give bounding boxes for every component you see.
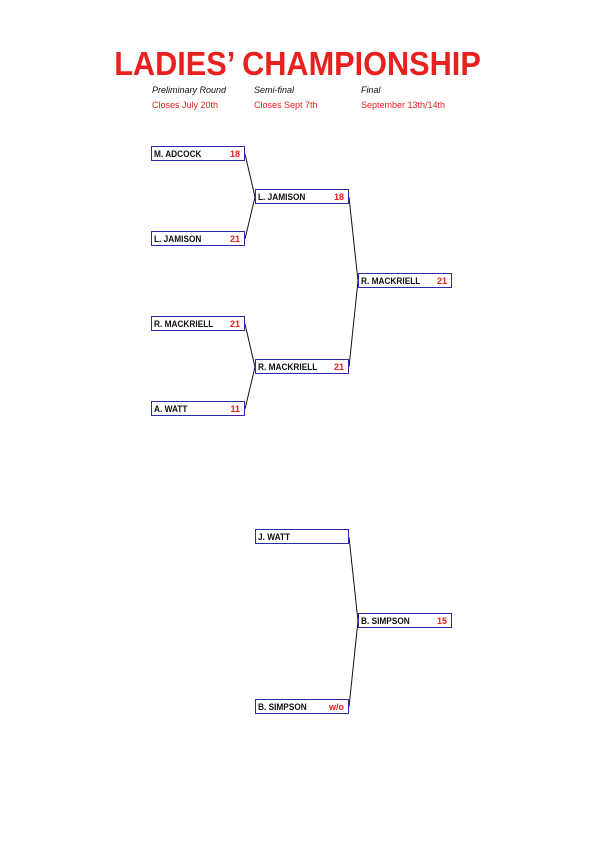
connector-line [348,196,359,282]
player-name: R. MACKRIELL [258,361,318,372]
player-score: 15 [436,615,447,626]
bracket-slot-semi-3: J. WATT [255,529,349,544]
connector-line [244,323,256,368]
closing-date-semi-final: Closes Sept 7th [254,100,318,110]
bracket-slot-final-2: B. SIMPSON 15 [358,613,452,628]
player-name: B. SIMPSON [258,701,307,712]
bracket-slot-final-1: R. MACKRIELL 21 [358,273,452,288]
player-score: 21 [229,233,240,244]
bracket-slot-prelim-2: L. JAMISON 21 [151,231,245,246]
round-label-preliminary: Preliminary Round [152,85,227,95]
player-score: 21 [436,275,447,286]
bracket-slot-prelim-1: M. ADCOCK 18 [151,146,245,161]
player-name: J. WATT [258,531,291,542]
player-name: A. WATT [154,403,188,414]
player-name: R. MACKRIELL [361,275,421,286]
round-label-semi-final: Semi-final [254,85,295,95]
connector-line [348,280,359,368]
bracket-slot-semi-2: R. MACKRIELL 21 [255,359,349,374]
bracket-slot-prelim-4: A. WATT 11 [151,401,245,416]
bracket-slot-semi-1: L. JAMISON 18 [255,189,349,204]
player-score: 21 [333,361,344,372]
player-score: 18 [229,148,240,159]
round-label-final: Final [361,85,381,95]
player-name: L. JAMISON [258,191,306,202]
player-score: 11 [230,403,240,414]
player-name: R. MACKRIELL [154,318,214,329]
player-score: w/o [329,701,344,712]
connector-line [244,196,256,240]
bracket-slot-semi-4: B. SIMPSON w/o [255,699,349,714]
player-name: M. ADCOCK [154,148,202,159]
closing-date-preliminary: Closes July 20th [152,100,219,110]
closing-date-final: September 13th/14th [361,100,446,110]
page-title: LADIES’ CHAMPIONSHIP [114,45,481,82]
player-score: 21 [229,318,240,329]
connector-line [348,536,359,622]
connector-line [244,366,256,410]
bracket-slot-prelim-3: R. MACKRIELL 21 [151,316,245,331]
player-name: B. SIMPSON [361,615,410,626]
connector-line [244,153,256,198]
player-score: 18 [333,191,344,202]
player-name: L. JAMISON [154,233,202,244]
connector-line [348,620,359,708]
